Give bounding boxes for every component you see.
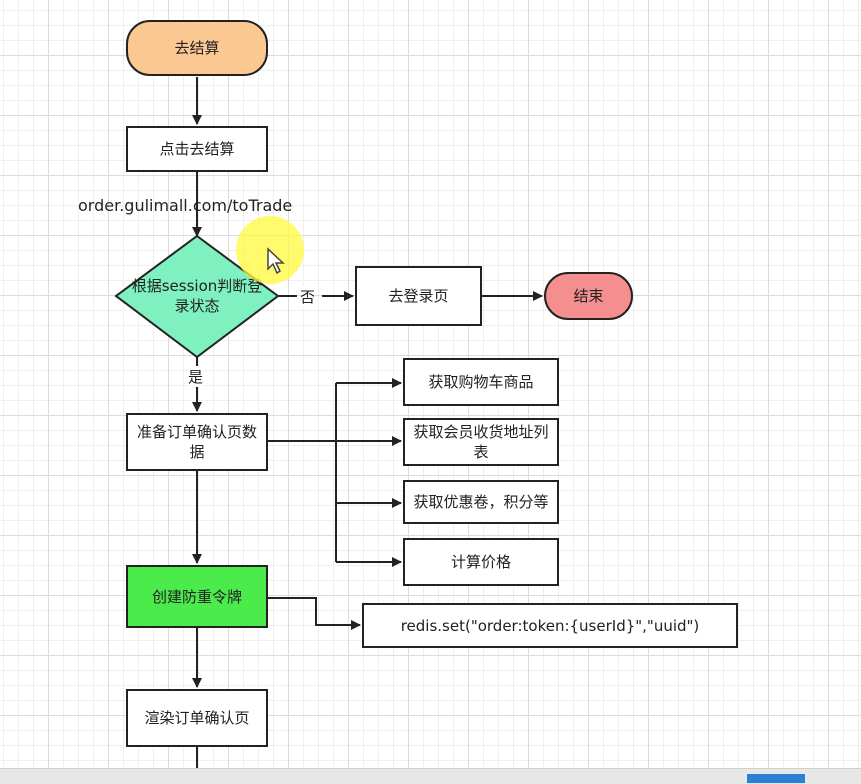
start-node[interactable]: 去结算	[126, 20, 268, 76]
render-node[interactable]: 渲染订单确认页	[126, 689, 268, 747]
end-node[interactable]: 结束	[544, 272, 633, 320]
decision-label[interactable]: 根据session判断登录状态	[131, 277, 263, 315]
prepare-node[interactable]: 准备订单确认页数据	[126, 413, 268, 471]
redis-set-node[interactable]: redis.set("order:token:{userId}","uuid")	[362, 603, 738, 648]
bottom-accent	[747, 774, 805, 783]
yes-label: 是	[188, 366, 204, 387]
mouse-cursor-icon	[267, 247, 285, 275]
no-label: 否	[300, 286, 316, 307]
url-label: order.gulimall.com/toTrade	[78, 196, 293, 215]
login-page-node[interactable]: 去登录页	[355, 266, 482, 326]
fetch-cart-node[interactable]: 获取购物车商品	[403, 358, 559, 406]
calc-price-node[interactable]: 计算价格	[403, 538, 559, 586]
fetch-address-node[interactable]: 获取会员收货地址列表	[403, 418, 559, 466]
click-checkout-node[interactable]: 点击去结算	[126, 126, 268, 172]
edge-token-to-redis	[268, 597, 361, 630]
create-token-node[interactable]: 创建防重令牌	[126, 565, 268, 628]
fetch-coupon-node[interactable]: 获取优惠卷，积分等	[403, 480, 559, 524]
bottom-bar	[0, 768, 861, 784]
